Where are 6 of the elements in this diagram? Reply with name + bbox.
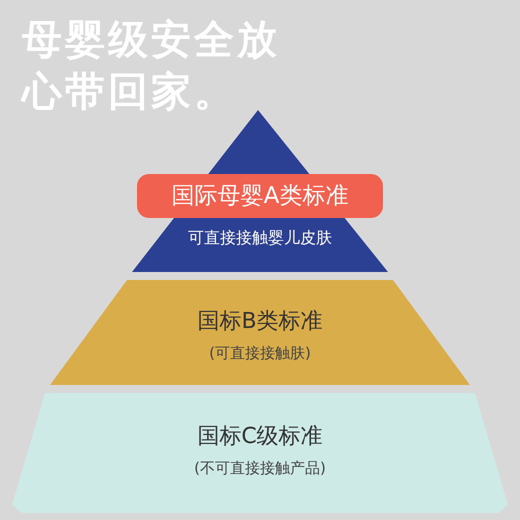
tier-caption: (不可直接接触产品) — [193, 459, 327, 478]
tier-caption: 可直接接触婴儿皮肤 — [187, 228, 333, 249]
tier-heading: 国标C级标准 — [196, 423, 324, 451]
tier-heading: 国际母婴A类标准 — [170, 182, 350, 211]
tier-caption: (可直接接触肤) — [208, 344, 312, 363]
tier-heading: 国标B类标准 — [196, 308, 324, 336]
